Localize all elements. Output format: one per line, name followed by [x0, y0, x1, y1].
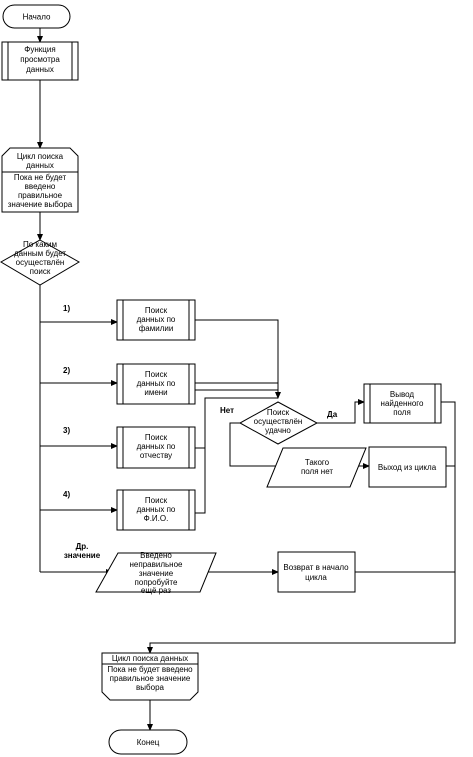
option-1-label: 1) [63, 304, 70, 313]
loop-bottom-body-2: правильное значение [110, 674, 191, 683]
end-label: Конец [137, 738, 160, 747]
surname-line-2: данных по [137, 315, 176, 324]
surname-line-3: фамилии [139, 324, 174, 333]
search-by-line-1: По каким [23, 240, 57, 249]
loop-end-box: Цикл поиска данных Пока не будет введено… [101, 652, 199, 701]
exit-loop-label: Выход из цикла [378, 463, 437, 472]
no-label: Нет [220, 406, 234, 415]
loop-bottom-body-3: выбора [136, 683, 164, 692]
search-by-surname-box: Поиск данных по фамилии [116, 299, 196, 341]
option-4-label: 4) [63, 490, 70, 499]
found-line-1: Поиск [267, 408, 290, 417]
wrong-value-line-4: попробуйте [135, 578, 178, 587]
loop-top-head-2: данных [26, 161, 54, 170]
fio-line-2: данных по [137, 505, 176, 514]
search-success-decision: Поиск осуществлён удачно [238, 401, 319, 445]
search-by-name-box: Поиск данных по имени [116, 363, 196, 405]
search-by-line-4: поиск [30, 267, 51, 276]
return-line-1: Возврат в начало [283, 563, 349, 572]
no-field-line-2: поля нет [301, 467, 333, 476]
wrong-value-line-3: значение [139, 569, 174, 578]
surname-line-1: Поиск [145, 306, 168, 315]
browse-function-box: Функция просмотра данных [1, 41, 79, 81]
no-field-line-1: Такого [305, 458, 330, 467]
browse-function-line-1: Функция [24, 45, 55, 54]
other-value-label-2: значение [64, 551, 101, 560]
output-found-field-box: Вывод найденного поля [363, 383, 442, 424]
fio-line-3: Ф.И.О. [144, 514, 169, 523]
exit-loop-box: Выход из цикла [368, 446, 447, 488]
browse-function-line-3: данных [26, 65, 54, 74]
wrong-value-io: Введено неправильное значение попробуйте… [95, 551, 217, 595]
loop-top-body-1: Пока не будет [14, 173, 67, 182]
search-by-line-3: осуществлён [16, 258, 65, 267]
end-terminator: Конец [108, 729, 188, 755]
loop-bottom-head: Цикл поиска данных [112, 654, 188, 663]
browse-function-line-2: просмотра [20, 55, 60, 64]
wrong-value-line-1: Введено [140, 551, 172, 560]
output-line-1: Вывод [390, 390, 415, 399]
loop-top-head-1: Цикл поиска [17, 152, 64, 161]
search-by-fio-box: Поиск данных по Ф.И.О. [116, 489, 196, 531]
search-by-decision: По каким данным будет осуществлён поиск [0, 239, 81, 286]
connectors [37, 28, 456, 731]
patronymic-line-2: данных по [137, 442, 176, 451]
wrong-value-line-2: неправильное [130, 560, 184, 569]
return-line-2: цикла [305, 573, 327, 582]
search-by-line-2: данным будет [14, 249, 66, 258]
found-line-3: удачно [265, 426, 291, 435]
loop-top-body-4: значение выбора [8, 200, 73, 209]
return-to-loop-box: Возврат в начало цикла [277, 551, 356, 593]
start-terminator: Начало [2, 4, 71, 29]
found-line-2: осуществлён [254, 417, 303, 426]
name-line-1: Поиск [145, 370, 168, 379]
yes-label: Да [327, 410, 338, 419]
patronymic-line-1: Поиск [145, 433, 168, 442]
name-line-2: данных по [137, 379, 176, 388]
output-line-2: найденного [381, 399, 424, 408]
start-label: Начало [23, 13, 51, 22]
option-2-label: 2) [63, 366, 70, 375]
option-3-label: 3) [63, 426, 70, 435]
output-line-3: поля [393, 408, 411, 417]
search-by-patronymic-box: Поиск данных по отчеству [116, 426, 196, 469]
no-such-field-io: Такого поля нет [266, 447, 367, 488]
other-value-label-1: Др. [76, 542, 89, 551]
patronymic-line-3: отчеству [140, 451, 172, 460]
loop-bottom-body-1: Пока не будет введено [107, 665, 193, 674]
fio-line-1: Поиск [145, 496, 168, 505]
loop-top-body-2: введено [25, 182, 56, 191]
loop-top-body-3: правильное [18, 191, 63, 200]
loop-start-box: Цикл поиска данных Пока не будет введено… [1, 147, 79, 213]
name-line-3: имени [144, 388, 167, 397]
wrong-value-line-5: ещё раз [141, 586, 172, 595]
